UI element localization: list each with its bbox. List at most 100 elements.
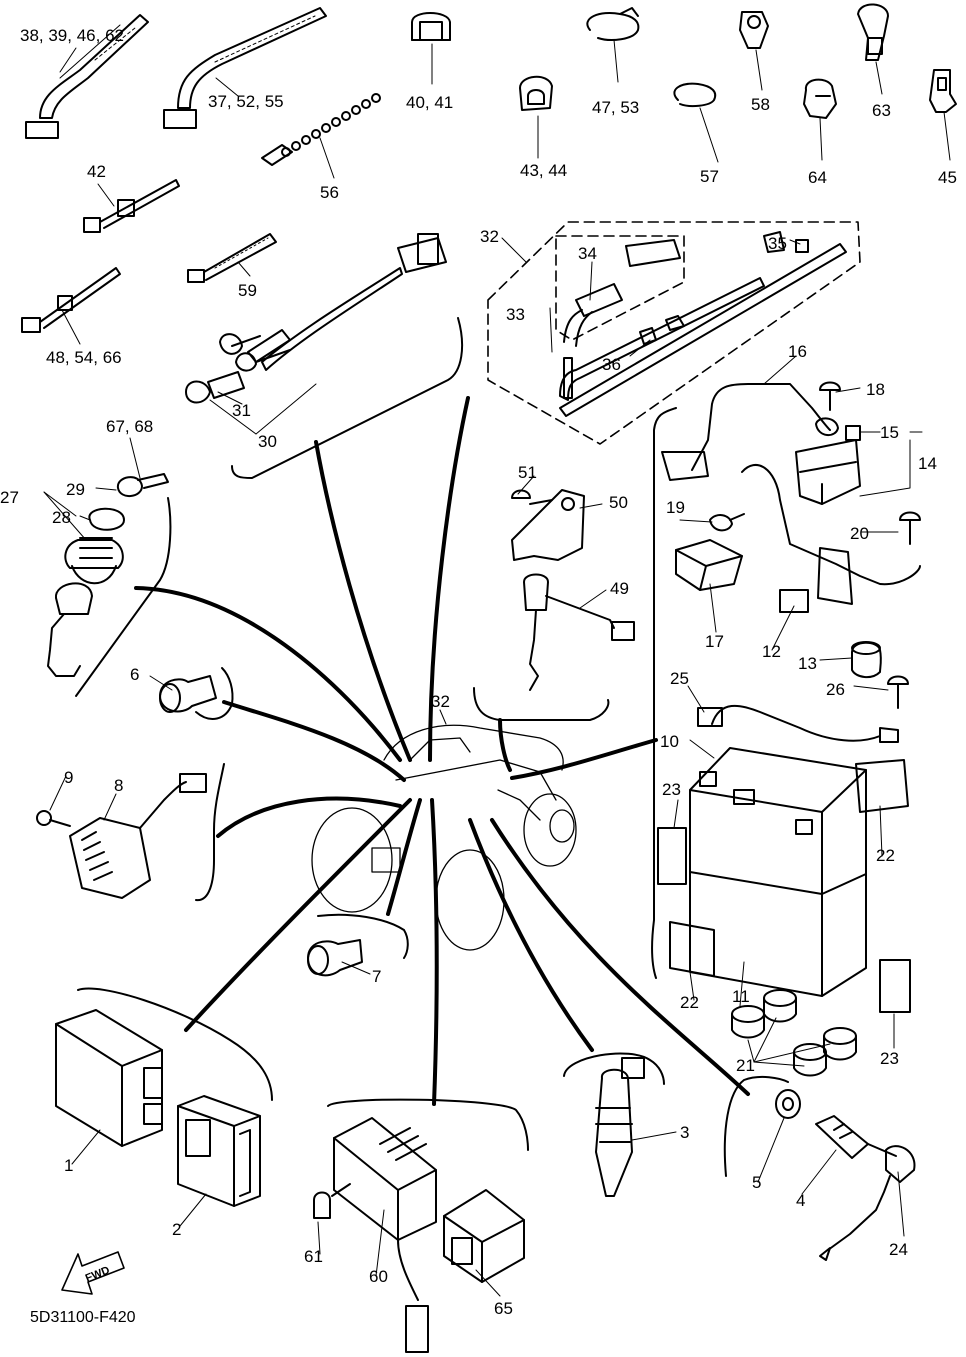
callout-5: 5 (752, 1173, 762, 1192)
callout-48: 48, 54, 66 (46, 348, 122, 367)
main-switch-27 (47, 473, 169, 677)
callout-56: 56 (320, 183, 339, 202)
callout-box-60 (327, 1098, 529, 1151)
callout-13: 13 (798, 654, 817, 673)
callout-17: 17 (705, 632, 724, 651)
callout-49: 49 (610, 579, 629, 598)
relay-2 (177, 1095, 261, 1207)
bolt-9 (36, 810, 71, 827)
callout-45: 45 (938, 168, 957, 187)
callout-box-27 (75, 497, 172, 697)
clamp-43-44 (519, 75, 553, 111)
part-13 (851, 641, 882, 678)
callout-box-8 (195, 763, 225, 902)
callout-37: 37, 52, 55 (208, 92, 284, 111)
callout-21: 21 (736, 1056, 755, 1075)
switch-6 (159, 675, 217, 713)
callout-26: 26 (826, 680, 845, 699)
callout-25: 25 (670, 669, 689, 688)
cable-tie-59 (187, 233, 277, 283)
callout-43: 43, 44 (520, 161, 568, 180)
cable-tie-42 (83, 179, 180, 233)
callout-35: 35 (768, 234, 787, 253)
pad-22 (669, 759, 909, 977)
callout-2: 2 (172, 1220, 182, 1239)
sub-wire-harness-30 (185, 233, 447, 404)
callout-50: 50 (609, 493, 628, 512)
callout-67: 67, 68 (106, 417, 154, 436)
callout-38: 38, 39, 46, 62 (20, 26, 124, 45)
rectifier-regulator-8 (69, 773, 207, 899)
wire-lead-16 (661, 383, 839, 481)
drawing-code: 5D31100-F420 (30, 1309, 136, 1326)
cable-tie-38-39-46-62 (25, 14, 149, 139)
ignition-coil-60 (333, 1117, 437, 1353)
clip-45 (929, 69, 957, 113)
bracket-12 (741, 464, 921, 613)
callout-58: 58 (751, 95, 770, 114)
callout-32-vehicle: 32 (431, 692, 450, 711)
callout-27: 27 (0, 488, 19, 507)
callout-box-right (651, 407, 677, 979)
callout-box-1-2 (77, 987, 273, 1101)
callout-60: 60 (369, 1267, 388, 1286)
bolt-26 (887, 675, 909, 709)
switch-7 (307, 939, 363, 977)
callout-6: 6 (130, 665, 140, 684)
callout-box-49-50 (473, 687, 610, 721)
bolt-20 (899, 511, 921, 545)
callout-61: 61 (304, 1247, 323, 1266)
callout-18: 18 (866, 380, 885, 399)
callout-23-right: 23 (880, 1049, 899, 1068)
relay-65 (443, 1189, 525, 1283)
callout-11: 11 (732, 987, 750, 1006)
clip-64 (803, 78, 837, 119)
bracket-50 (511, 489, 585, 561)
clamp-19 (709, 513, 745, 532)
cable-tie-37-52-55 (163, 7, 327, 129)
sensor-3 (595, 1057, 645, 1197)
callout-59: 59 (238, 281, 257, 300)
callout-1: 1 (64, 1156, 74, 1175)
callout-22-left: 22 (680, 993, 699, 1012)
cable-tie-48-54-66 (21, 267, 121, 333)
callout-32-group: 32 (480, 227, 499, 246)
cushion-21 (731, 989, 857, 1077)
callout-19: 19 (666, 498, 685, 517)
spark-plug-4 (815, 1115, 897, 1159)
clip-63 (857, 3, 889, 61)
wire-harness-group-32 (487, 221, 861, 445)
bolt-51 (511, 489, 553, 505)
callout-63: 63 (872, 101, 891, 120)
callout-7: 7 (372, 967, 382, 986)
cdi-unit-1 (55, 1009, 163, 1147)
callout-box-7 (317, 913, 409, 959)
callout-22-right: 22 (876, 846, 895, 865)
callout-42: 42 (87, 162, 106, 181)
clamp-40-41 (411, 12, 451, 41)
callout-33: 33 (506, 305, 525, 324)
callout-31: 31 (232, 401, 251, 420)
sensor-49 (523, 573, 635, 691)
clip-58 (739, 11, 769, 49)
band-57 (673, 82, 717, 108)
leader-lines (134, 396, 750, 1106)
fwd-label: FWD (84, 1264, 112, 1285)
callout-8: 8 (114, 776, 124, 795)
callout-4: 4 (796, 1191, 806, 1210)
callout-47: 47, 53 (592, 98, 640, 117)
plug-cap-24 (819, 1145, 916, 1261)
callout-29: 29 (66, 480, 85, 499)
callout-box-5 (723, 1075, 789, 1177)
callout-20: 20 (850, 524, 869, 543)
fwd-arrow-icon: FWD (61, 1251, 125, 1295)
band-47-53 (586, 7, 640, 41)
atv-vehicle (311, 724, 577, 951)
callout-34: 34 (578, 244, 597, 263)
part-17 (675, 539, 743, 591)
callout-30: 30 (258, 432, 277, 451)
callout-65: 65 (494, 1299, 513, 1318)
callout-12: 12 (762, 642, 781, 661)
pad-23 (657, 827, 911, 1013)
